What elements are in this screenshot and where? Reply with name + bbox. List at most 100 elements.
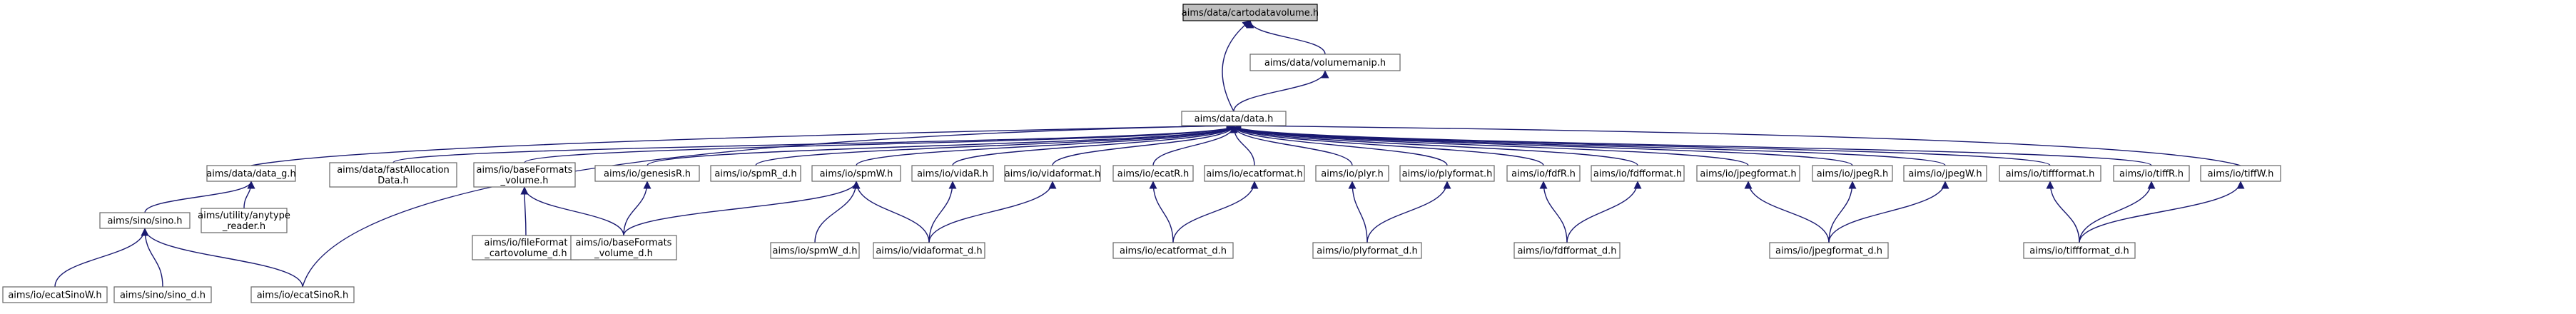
node-box [113,286,212,303]
node-label: _volume_d.h [594,248,653,259]
node-label: aims/io/plyr.h [1321,169,1383,180]
node-label: aims/io/ecatformat.h [1206,169,1302,180]
node-label: _volume.h [500,176,548,186]
edge-vidaR-to-data [952,125,1238,166]
node-jpegformat[interactable]: aims/io/jpegformat.h [1696,165,1800,182]
node-box [1812,165,1893,182]
node-vidaR[interactable]: aims/io/vidaR.h [911,165,994,182]
node-label: aims/data/fastAllocation [337,165,450,176]
node-tiffW[interactable]: aims/io/tiffW.h [2200,165,2281,182]
node-box [811,165,901,182]
node-spmW_d[interactable]: aims/io/spmW_d.h [770,242,860,259]
dependency-edge [141,228,303,288]
edge-jpegformat_d-to-jpegformat [1744,181,1830,243]
node-tiffR[interactable]: aims/io/tiffR.h [2113,165,2190,182]
node-genesisR[interactable]: aims/io/genesisR.h [594,165,700,182]
node-box [2,286,108,303]
node-tiffformat_d[interactable]: aims/io/tiffformat_d.h [2023,242,2136,259]
edge-ecatSinoR-to-sino [141,228,303,288]
edge-data_g-to-data [250,121,1234,166]
edge-fdfformat_d-to-fdfformat [1566,181,1642,243]
edge-layer [54,20,2245,288]
node-data[interactable]: aims/data/data.h [1181,111,1287,126]
node-cartodatavolume: aims/data/cartodatavolume.h [1182,4,1319,21]
node-label: aims/io/vidaformat.h [1005,169,1101,180]
dependency-edge [54,228,149,288]
dependency-edge [250,121,1234,166]
node-label: aims/io/ecatSinoR.h [257,290,349,301]
dependency-edge [520,186,529,236]
node-box [1513,242,1621,259]
edge-plyr-to-data [1229,125,1353,166]
node-fdfformat_d[interactable]: aims/io/fdfformat_d.h [1513,242,1621,259]
dependency-edge [646,125,1238,166]
dependency-edge [1229,125,1544,166]
edge-jpegR-to-data [1229,125,1853,166]
edge-vidaformat-to-data [1052,125,1238,166]
node-tiffformat[interactable]: aims/io/tiffformat.h [1999,165,2101,182]
edge-baseFormats_volume-to-data [524,125,1238,163]
node-jpegW[interactable]: aims/io/jpegW.h [1903,165,1987,182]
node-vidaformat[interactable]: aims/io/vidaformat.h [1004,165,1101,182]
edge-volumemanip-to-cartodatavolume [1246,20,1326,55]
node-label: aims/io/fdfR.h [1511,169,1576,180]
edge-tiffR-to-data [1229,125,2152,166]
dependency-edge [2046,181,2080,243]
node-box [1999,165,2101,182]
dependency-edge [1172,181,1259,243]
node-label: aims/io/plyformat_d.h [1317,246,1417,257]
dependency-edge [1828,181,1857,243]
node-fdfformat[interactable]: aims/io/fdfformat.h [1591,165,1685,182]
node-fileFormat_cartovolume_d[interactable]: aims/io/fileFormat_cartovolume_d.h [472,235,580,260]
node-ecatformat_d[interactable]: aims/io/ecatformat_d.h [1112,242,1234,259]
node-plyformat_d[interactable]: aims/io/plyformat_d.h [1312,242,1422,259]
node-ecatSinoR[interactable]: aims/io/ecatSinoR.h [250,286,355,303]
node-box [1182,4,1318,21]
node-baseFormats_volume_d[interactable]: aims/io/baseFormats_volume_d.h [570,235,677,260]
node-label: aims/data/data.h [1195,114,1274,125]
node-data_g[interactable]: aims/data/data_g.h [206,165,296,182]
dependency-edge [852,181,930,243]
node-ecatSinoW[interactable]: aims/io/ecatSinoW.h [2,286,108,303]
dependency-edge [1348,181,1368,243]
dependency-edge [1233,70,1329,112]
node-box [570,235,677,260]
node-sino_d[interactable]: aims/sino/sino_d.h [113,286,212,303]
node-sino[interactable]: aims/sino/sino.h [99,212,191,229]
node-plyformat[interactable]: aims/io/plyformat.h [1399,165,1495,182]
edge-tiffformat_d-to-tiffformat [2046,181,2080,243]
node-label: aims/io/jpegR.h [1817,169,1888,180]
edge-genesisR-to-data [646,125,1238,166]
node-spmW[interactable]: aims/io/spmW.h [811,165,901,182]
node-label: Data.h [377,176,408,186]
edge-spmW_d-to-spmW [814,181,861,243]
node-ecatformat[interactable]: aims/io/ecatformat.h [1204,165,1305,182]
node-label: aims/data/data_g.h [206,169,295,180]
dependency-edge [1828,181,1949,243]
dependency-edge [952,125,1238,166]
edge-fdfR-to-data [1229,125,1544,166]
node-label: aims/io/fdfformat.h [1593,169,1682,180]
node-plyr[interactable]: aims/io/plyr.h [1315,165,1389,182]
node-volumemanip[interactable]: aims/data/volumemanip.h [1249,54,1401,71]
node-spmR_d[interactable]: aims/io/spmR_d.h [710,165,801,182]
dependency-edge [141,228,163,288]
node-label: aims/sino/sino.h [107,216,182,227]
node-ecatR[interactable]: aims/io/ecatR.h [1112,165,1194,182]
node-box [1399,165,1495,182]
node-baseFormats_volume[interactable]: aims/io/baseFormats_volume.h [473,162,576,188]
node-fdfR[interactable]: aims/io/fdfR.h [1506,165,1581,182]
node-box [201,208,288,233]
dependency-edge [1744,181,1830,243]
edge-fileFormat_cartovolume_d-to-baseFormats_volume [520,186,529,236]
node-box [710,165,801,182]
dependency-edge [623,181,861,236]
node-label: aims/io/spmW_d.h [772,246,857,257]
node-jpegformat_d[interactable]: aims/io/jpegformat_d.h [1769,242,1889,259]
dependency-edge [1539,181,1568,243]
node-jpegR[interactable]: aims/io/jpegR.h [1812,165,1893,182]
node-anytype_reader[interactable]: aims/utility/anytype_reader.h [198,208,290,233]
edge-baseFormats_volume_d-to-baseFormats_volume [520,186,624,236]
node-vidaformat_d[interactable]: aims/io/vidaformat_d.h [873,242,985,259]
